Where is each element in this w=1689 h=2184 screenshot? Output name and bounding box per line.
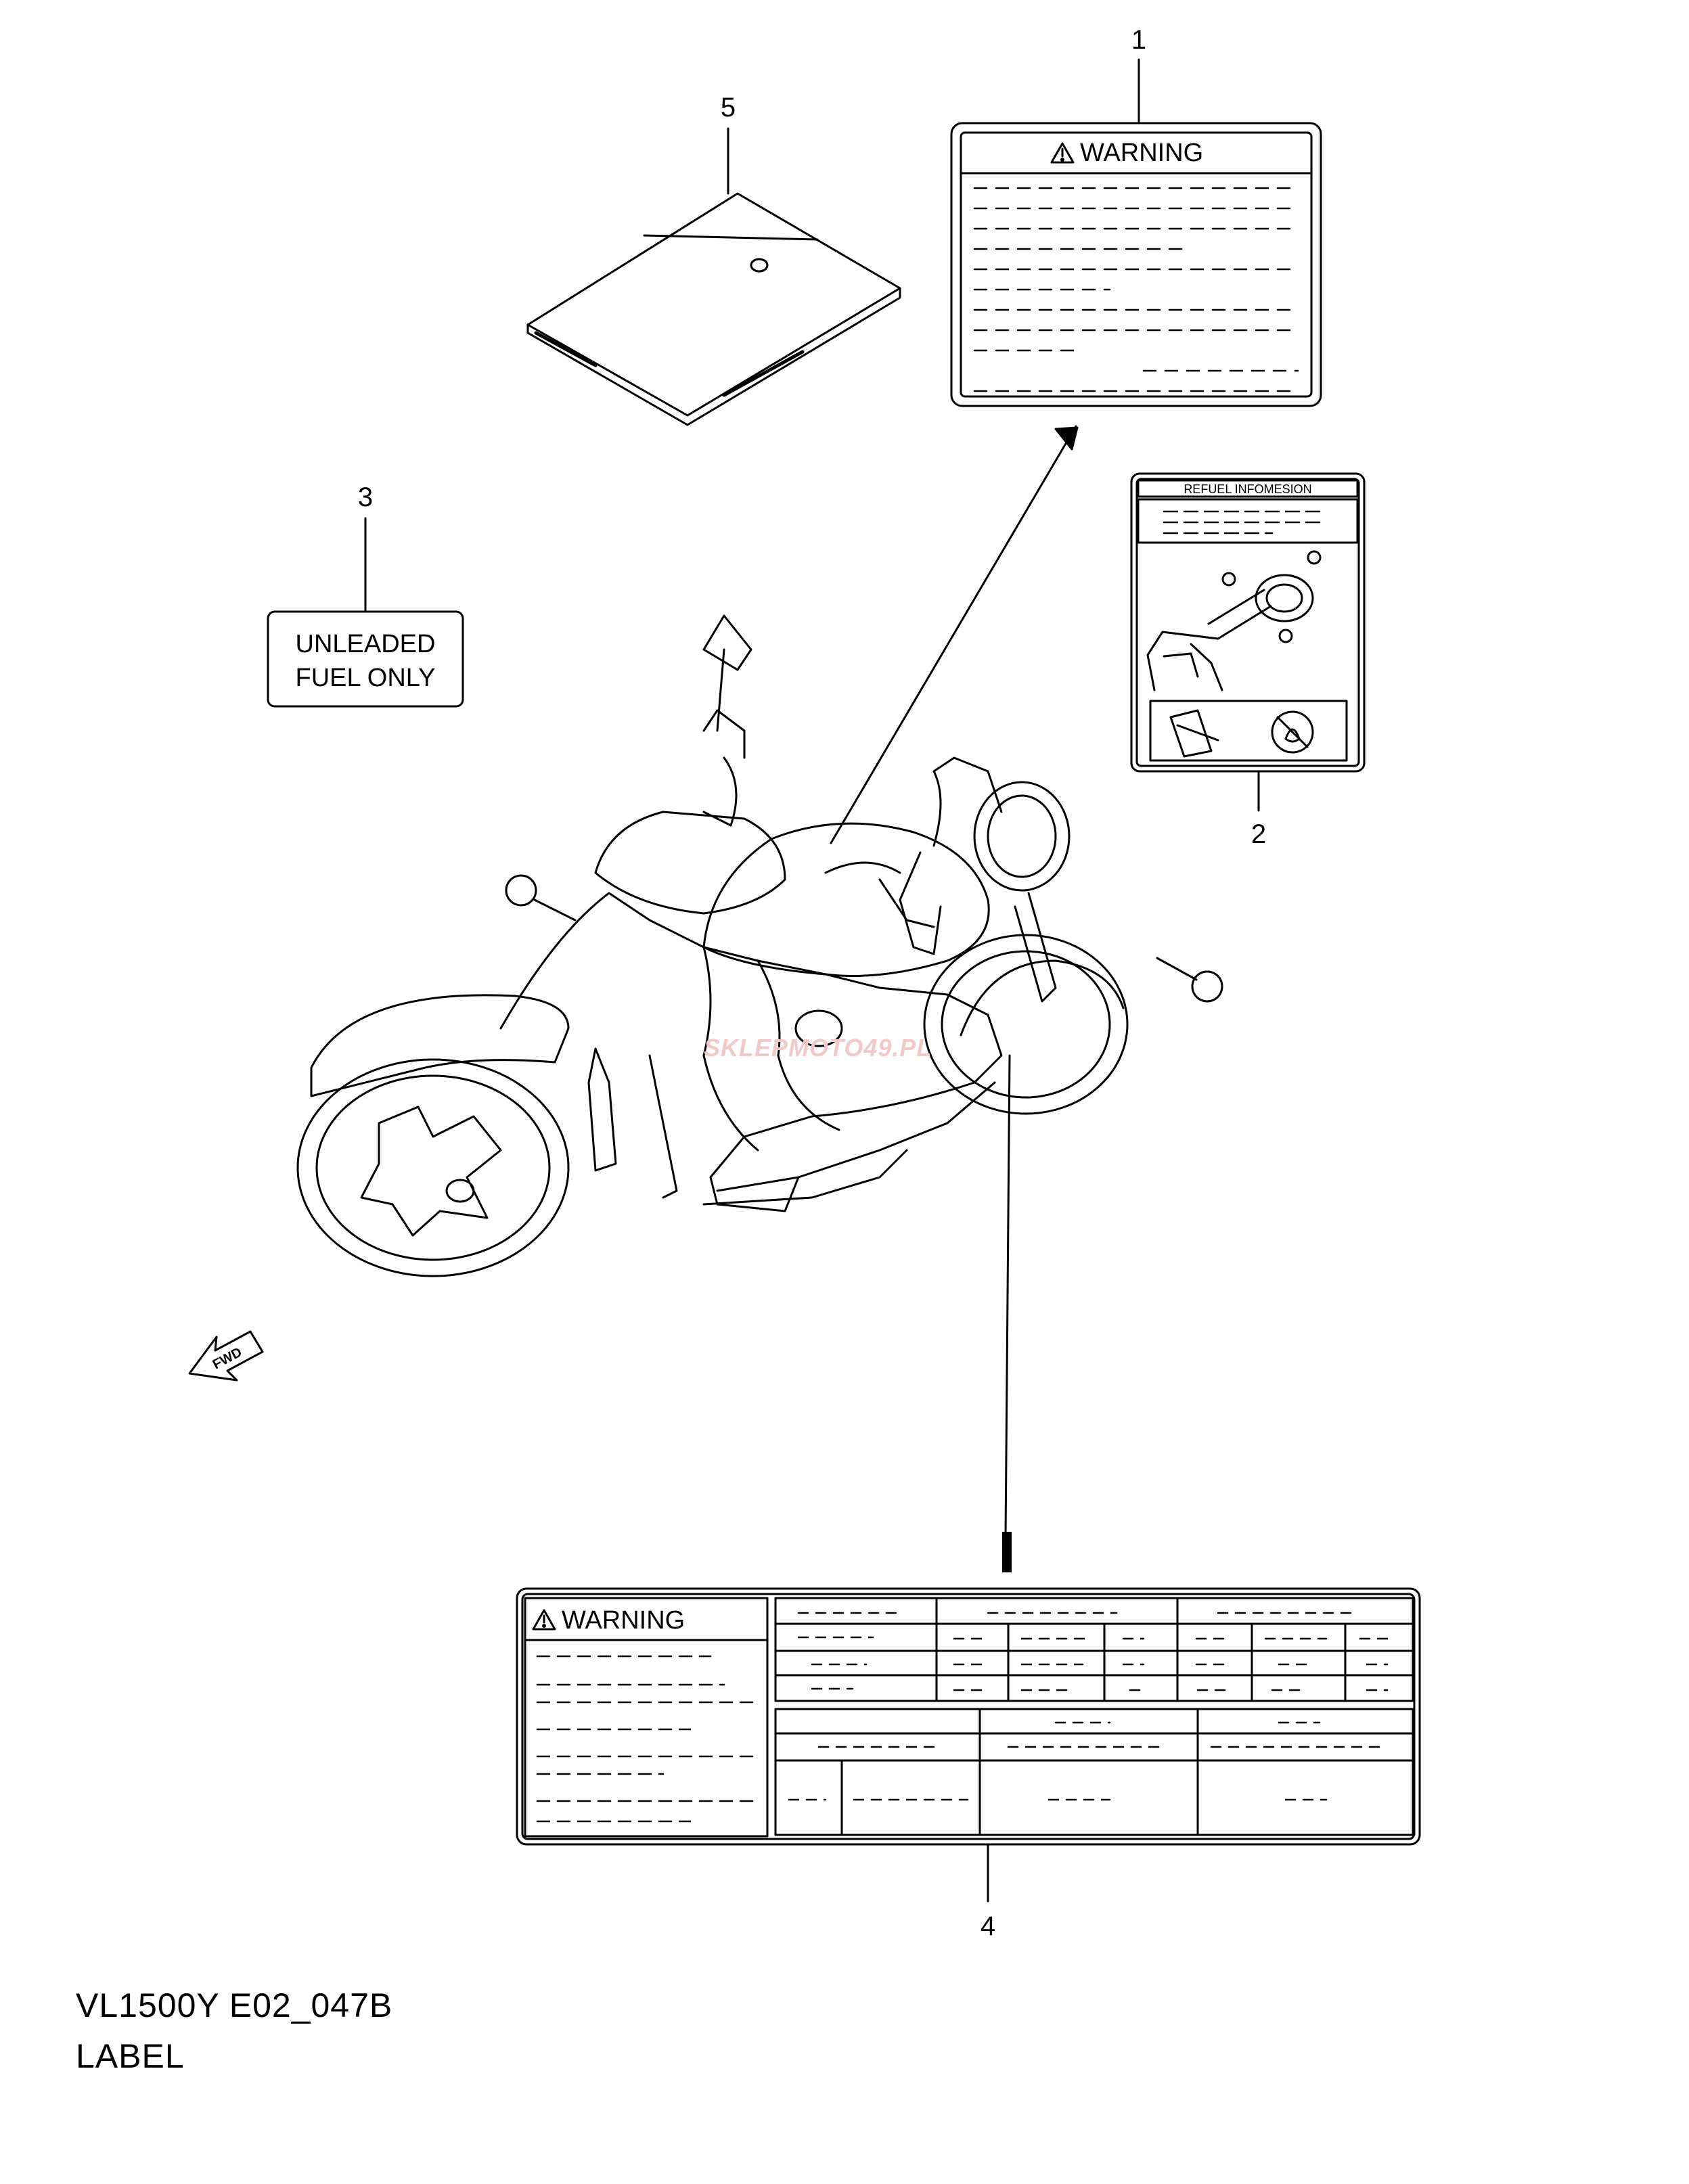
- rear-wheel-spokes: [360, 1106, 502, 1237]
- warning-heading-1: WARNING: [1080, 139, 1203, 167]
- engine-cylinder-rear: [702, 946, 759, 1152]
- callout-number-3: 3: [358, 482, 373, 512]
- rear-wheel-tire: [296, 1058, 570, 1277]
- part-2-refuel-information-label[interactable]: REFUEL INFOMESION 2: [1130, 472, 1366, 849]
- warning-triangle-icon: [532, 1609, 556, 1631]
- handlebar-left: [702, 756, 738, 827]
- refuel-label-inner-frame: [1135, 478, 1360, 767]
- part-4-tire-warning-label[interactable]: WARNING: [516, 1587, 1421, 1941]
- label-outer-frame: [950, 122, 1322, 407]
- callout-number-4: 4: [981, 1911, 995, 1941]
- part-3-unleaded-fuel-label[interactable]: 3 UNLEADED FUEL ONLY: [267, 482, 464, 708]
- callout-number-1: 1: [1131, 25, 1146, 55]
- label-4-inner-frame: [521, 1593, 1416, 1840]
- exhaust-pipe: [702, 1149, 908, 1206]
- warning-triangle-icon: [1050, 142, 1075, 164]
- diagram-model-code: VL1500Y E02_047B: [76, 1986, 393, 2024]
- watermark-text: SKLEPMOTO49.PL: [704, 1034, 932, 1062]
- leader-arrow-1: [1054, 426, 1079, 451]
- rear-shock: [587, 1047, 617, 1172]
- callout-number-2: 2: [1251, 819, 1266, 849]
- refuel-text-lines: [1163, 510, 1328, 534]
- no-flame-icon: [1271, 710, 1314, 754]
- refuel-warning-box: [1149, 700, 1348, 762]
- engine-cover: [794, 1009, 843, 1047]
- handlebar-left-grip: [702, 709, 746, 759]
- label-4-warning-text-lines: [536, 1655, 759, 1823]
- refuel-label-outer-frame: [1130, 472, 1366, 773]
- unleaded-label-frame: [267, 610, 464, 708]
- warning-heading-4: WARNING: [562, 1606, 685, 1635]
- rear-wheel-rim: [315, 1074, 551, 1261]
- warning-text-lines: [973, 187, 1299, 392]
- mirror-stem: [716, 648, 725, 732]
- diagram-section-title: LABEL: [76, 2037, 185, 2075]
- no-smoking-icon: [1169, 709, 1219, 758]
- rider-seat: [594, 811, 786, 915]
- unleaded-text-line-2: FUEL ONLY: [296, 664, 436, 692]
- refuel-heading-bar: [1137, 479, 1359, 498]
- sheet-thickness: [526, 287, 901, 426]
- refuel-heading: REFUEL INFOMESION: [1184, 482, 1311, 496]
- mirror-head: [702, 614, 752, 671]
- forward-direction-marker: FWD: [188, 1330, 264, 1382]
- fuel-tank: [702, 822, 990, 977]
- right-lever: [899, 851, 942, 955]
- front-wheel-tire: [923, 934, 1129, 1115]
- tank-highlight: [824, 861, 901, 874]
- sheet-fold-line: [643, 234, 819, 241]
- part-5-folded-sheet[interactable]: 5: [526, 93, 901, 426]
- footpeg-bracket: [648, 1054, 678, 1199]
- turn-signal-rear: [505, 874, 537, 907]
- fwd-arrow-icon: [188, 1330, 264, 1382]
- front-fork: [1014, 892, 1057, 1003]
- label-4-outer-frame: [516, 1587, 1421, 1846]
- sheet-outline: [526, 192, 901, 417]
- leader-line-1-to-bike: [830, 425, 1077, 844]
- front-fender: [960, 959, 1125, 1037]
- label-inner-frame: [960, 131, 1313, 398]
- callout-number-5: 5: [721, 93, 736, 122]
- unleaded-text-line-1: UNLEADED: [296, 630, 436, 658]
- frame-outline: [499, 892, 1003, 1212]
- label-4-warning-panel: [524, 1597, 769, 1838]
- motorcycle-illustration: [296, 614, 1223, 1277]
- headlight: [973, 781, 1071, 892]
- fuel-nozzle-icon: [1146, 550, 1322, 691]
- rear-fender: [310, 994, 570, 1097]
- label-4-lower-table: [774, 1708, 1414, 1836]
- front-wheel-rim: [941, 950, 1111, 1099]
- handlebar-right: [932, 756, 1003, 847]
- turn-signal-front: [1191, 970, 1223, 1003]
- part-1-warning-label[interactable]: 1 WARNING: [950, 25, 1322, 407]
- refuel-text-box: [1137, 498, 1359, 544]
- leader-line-4-to-bike: [1004, 1054, 1011, 1537]
- sheet-hole: [750, 258, 769, 273]
- label-4-upper-table: [774, 1597, 1414, 1702]
- engine-cylinder-front: [757, 959, 840, 1131]
